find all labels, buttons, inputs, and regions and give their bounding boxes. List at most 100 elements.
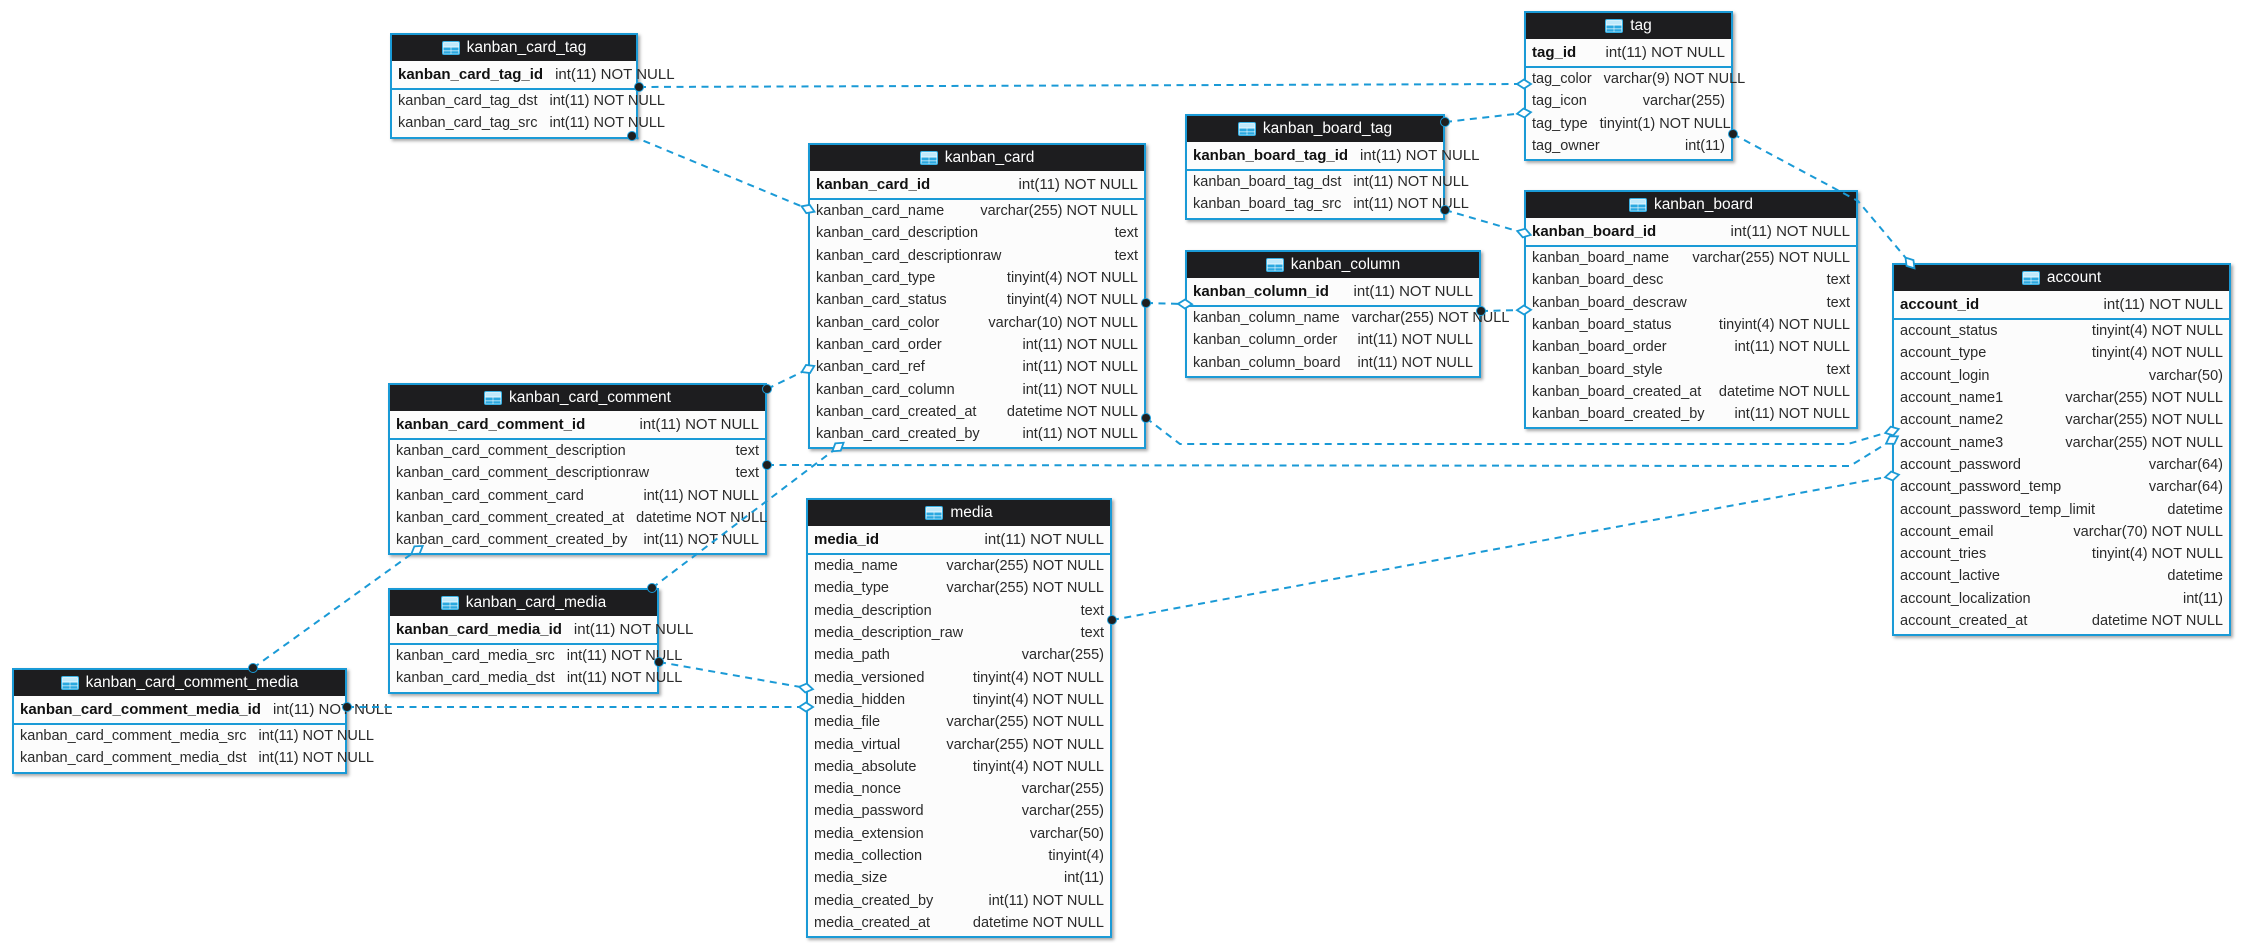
table-header[interactable]: kanban_card_tag	[392, 35, 636, 61]
table-icon	[1265, 258, 1284, 272]
column-name: tag_icon	[1532, 93, 1587, 110]
db-table-kanban_card_comment[interactable]: kanban_card_comment kanban_card_comment_…	[388, 383, 767, 556]
relationship-kanban_card-kanban_column[interactable]	[1145, 302, 1186, 305]
table-row: media_collection tinyint(4)	[808, 844, 1110, 868]
column-type: int(11) NOT NULL	[1353, 174, 1469, 191]
table-row: media_size int(11)	[808, 867, 1110, 890]
db-table-media[interactable]: media media_id int(11) NOT NULL media_na…	[806, 498, 1112, 939]
db-table-kanban_board[interactable]: kanban_board kanban_board_id int(11) NOT…	[1524, 190, 1858, 430]
column-name: kanban_card_column	[816, 381, 955, 398]
db-table-kanban_card_tag[interactable]: kanban_card_tag kanban_card_tag_id int(1…	[390, 33, 675, 139]
column-type: int(11) NOT NULL	[1730, 223, 1850, 240]
table-row: tag_color varchar(9) NOT NULL	[1526, 68, 1745, 91]
table-row: media_created_by int(11) NOT NULL	[808, 889, 1110, 912]
table-body: tag_color varchar(9) NOT NULL tag_icon v…	[1526, 68, 1745, 159]
table-body: kanban_card_comment_description text kan…	[390, 440, 767, 553]
column-name: kanban_card_tag_src	[398, 115, 538, 132]
table-row: kanban_board_status tinyint(4) NOT NULL	[1526, 313, 1856, 337]
column-name: kanban_column_id	[1193, 283, 1329, 300]
table-header[interactable]: tag	[1526, 13, 1731, 39]
column-type: varchar(64)	[2148, 479, 2223, 496]
column-name: kanban_board_tag_dst	[1193, 174, 1342, 191]
table-icon	[1605, 19, 1624, 33]
table-header[interactable]: kanban_card	[810, 145, 1144, 171]
column-name: kanban_board_style	[1532, 361, 1663, 378]
primary-key-row: kanban_card_comment_id int(11) NOT NULL	[390, 411, 765, 440]
column-type: varchar(255)	[1021, 647, 1104, 664]
column-type: varchar(255)	[1642, 93, 1725, 110]
relationship-kanban_board_tag-kanban_board[interactable]	[1444, 209, 1525, 234]
column-name: media_created_by	[814, 892, 934, 909]
column-name: kanban_card_media_src	[396, 648, 555, 665]
table-row: account_password_temp_limit datetime	[1894, 498, 2229, 521]
column-name: kanban_card_comment_created_at	[396, 510, 625, 527]
primary-key-row: kanban_board_id int(11) NOT NULL	[1526, 218, 1856, 247]
db-table-tag[interactable]: tag tag_id int(11) NOT NULL tag_color va…	[1524, 11, 1745, 162]
column-type: varchar(255)	[1021, 803, 1104, 820]
table-row: account_type tinyint(4) NOT NULL	[1894, 342, 2229, 365]
primary-key-row: kanban_board_tag_id int(11) NOT NULL	[1187, 142, 1480, 171]
table-row: media_password varchar(255)	[808, 800, 1110, 823]
relationship-kanban_card_tag-kanban_card[interactable]	[631, 135, 809, 210]
column-name: media_virtual	[814, 736, 901, 753]
column-type: tinyint(4) NOT NULL	[1006, 270, 1138, 287]
relationship-kanban_card_comment-kanban_card[interactable]	[766, 368, 809, 390]
table-row: account_password_temp varchar(64)	[1894, 476, 2229, 499]
table-header[interactable]: kanban_board_tag	[1187, 116, 1443, 142]
table-row: kanban_card_tag_dst int(11) NOT NULL	[392, 90, 665, 113]
table-header[interactable]: kanban_card_media	[390, 590, 657, 616]
column-type: varchar(70) NOT NULL	[2073, 523, 2223, 540]
db-table-kanban_board_tag[interactable]: kanban_board_tag kanban_board_tag_id int…	[1185, 114, 1480, 220]
db-table-kanban_column[interactable]: kanban_column kanban_column_id int(11) N…	[1185, 250, 1509, 378]
table-row: kanban_board_created_at datetime NOT NUL…	[1526, 380, 1856, 404]
db-table-kanban_card_media[interactable]: kanban_card_media kanban_card_media_id i…	[388, 588, 693, 694]
primary-key-row: account_id int(11) NOT NULL	[1894, 291, 2229, 320]
table-row: account_name3 varchar(255) NOT NULL	[1894, 431, 2229, 454]
table-row: media_versioned tinyint(4) NOT NULL	[808, 666, 1110, 689]
column-type: varchar(255) NOT NULL	[946, 580, 1104, 597]
column-name: media_hidden	[814, 691, 906, 708]
column-name: kanban_card_type	[816, 270, 936, 287]
table-header[interactable]: kanban_card_comment	[390, 385, 765, 411]
relationship-kanban_board_tag-tag[interactable]	[1444, 112, 1525, 123]
table-title: kanban_column	[1290, 256, 1401, 273]
column-type: int(11) NOT NULL	[258, 750, 375, 767]
column-name: kanban_card_created_by	[816, 426, 980, 443]
table-header[interactable]: kanban_column	[1187, 252, 1479, 278]
table-row: kanban_board_tag_dst int(11) NOT NULL	[1187, 171, 1469, 194]
table-row: kanban_board_tag_src int(11) NOT NULL	[1187, 193, 1469, 216]
column-type: datetime NOT NULL	[972, 914, 1104, 931]
relationship-media-account[interactable]	[1111, 475, 1893, 621]
column-type: int(11) NOT NULL	[258, 728, 375, 745]
table-title: kanban_card_media	[465, 594, 607, 611]
column-type: varchar(255)	[1021, 781, 1104, 798]
column-name: tag_owner	[1532, 138, 1600, 155]
table-icon	[919, 151, 938, 165]
column-name: kanban_card_comment_card	[396, 487, 584, 504]
primary-key-row: kanban_card_tag_id int(11) NOT NULL	[392, 61, 675, 90]
column-type: tinyint(4) NOT NULL	[2091, 323, 2223, 340]
column-type: int(11)	[1684, 138, 1725, 155]
relationship-kanban_card_tag-tag[interactable]	[638, 83, 1525, 88]
column-type: datetime	[2167, 501, 2223, 518]
db-table-kanban_card_comment_media[interactable]: kanban_card_comment_media kanban_card_co…	[12, 668, 392, 774]
column-type: tinyint(4) NOT NULL	[972, 669, 1104, 686]
db-table-account[interactable]: account account_id int(11) NOT NULL acco…	[1892, 263, 2231, 637]
table-row: media_nonce varchar(255)	[808, 777, 1110, 801]
column-type: int(11) NOT NULL	[1353, 283, 1473, 300]
column-name: media_collection	[814, 848, 923, 864]
column-type: int(11) NOT NULL	[1353, 196, 1469, 213]
table-row: media_description_raw text	[808, 621, 1110, 645]
column-name: kanban_card_created_at	[816, 403, 977, 420]
table-header[interactable]: kanban_board	[1526, 192, 1856, 218]
column-name: kanban_column_name	[1193, 310, 1340, 327]
column-type: varchar(255) NOT NULL	[980, 203, 1138, 220]
column-type: int(11) NOT NULL	[1734, 339, 1851, 356]
table-header[interactable]: kanban_card_comment_media	[14, 670, 345, 696]
table-row: kanban_board_desc text	[1526, 269, 1856, 292]
table-header[interactable]: account	[1894, 265, 2229, 291]
table-header[interactable]: media	[808, 500, 1110, 526]
column-name: kanban_card_descriptionraw	[816, 247, 1002, 264]
db-table-kanban_card[interactable]: kanban_card kanban_card_id int(11) NOT N…	[808, 143, 1146, 450]
